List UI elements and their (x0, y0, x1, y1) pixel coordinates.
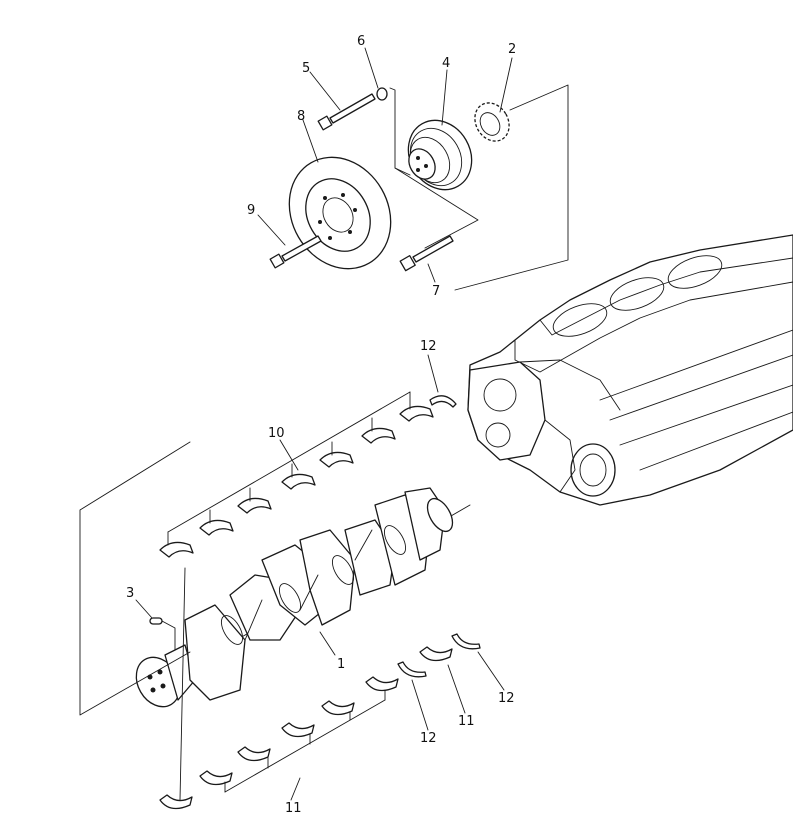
bearing-shell (319, 451, 354, 468)
bearing-shell (159, 794, 193, 810)
bearing-shell (399, 405, 434, 422)
callout-10: 10 (268, 426, 285, 441)
bearing-shell (281, 473, 316, 490)
bearing-shell (237, 746, 271, 762)
crankshaft-icon (135, 487, 471, 708)
callout-11-right: 11 (458, 714, 475, 729)
callout-4: 4 (442, 56, 450, 71)
bearing-shell (199, 770, 233, 786)
bolt (269, 235, 322, 269)
bolt (399, 235, 454, 272)
callout-9: 9 (247, 203, 255, 218)
bearing-shell (365, 676, 399, 692)
callout-11-bottom: 11 (285, 801, 302, 816)
thrust-washer (397, 661, 427, 678)
bearing-shell (237, 497, 272, 514)
callout-12-top: 12 (420, 339, 437, 354)
dowel-pin (149, 617, 163, 625)
bearing-shell (199, 519, 234, 536)
thrust-washer (429, 395, 457, 408)
cylinder-block-icon (467, 234, 793, 506)
callout-6: 6 (357, 34, 365, 49)
callout-12-middle: 12 (420, 731, 437, 746)
bearing-shell (281, 722, 315, 738)
callout-12-right: 12 (498, 691, 515, 706)
callout-8: 8 (297, 109, 305, 124)
washer (376, 87, 388, 101)
callout-3: 3 (126, 586, 134, 601)
bearing-shell (419, 646, 453, 662)
crank-pulley-icon (288, 156, 392, 270)
bearing-shell (159, 541, 194, 558)
bearing-shell (321, 700, 355, 716)
callout-1: 1 (337, 657, 345, 672)
lower-bearing-shells (159, 633, 481, 810)
callout-2: 2 (508, 42, 516, 57)
bearing-shell (361, 427, 396, 444)
thrust-washer (451, 633, 481, 650)
callout-5: 5 (302, 61, 310, 76)
crank-gear-icon (474, 102, 510, 142)
callout-7: 7 (432, 284, 440, 299)
vibration-damper-icon (407, 119, 473, 191)
bolt (317, 93, 376, 131)
upper-bearing-shells (159, 395, 457, 558)
